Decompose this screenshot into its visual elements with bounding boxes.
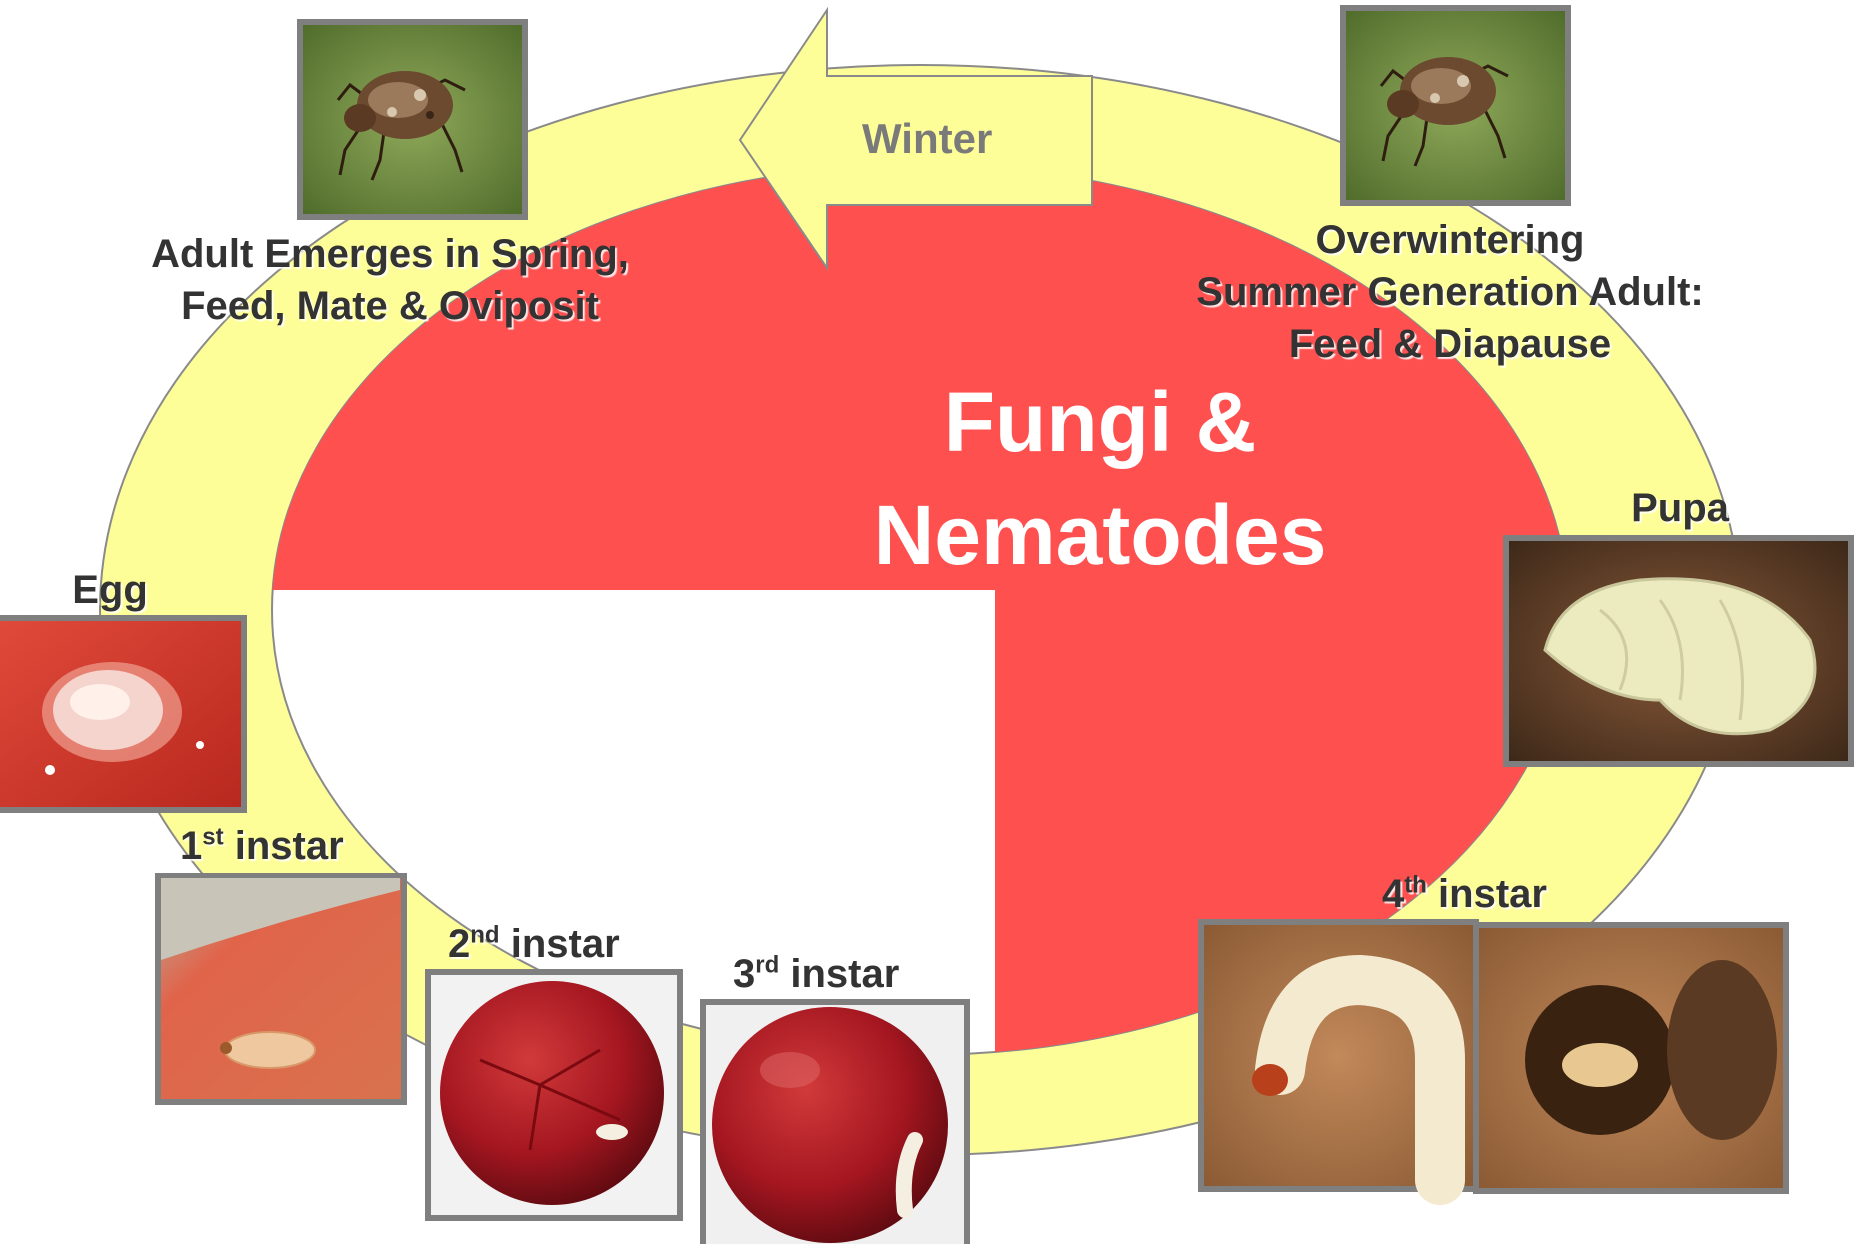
overwintering-line2: Summer Generation Adult:	[1130, 266, 1770, 318]
center-title-line2: Nematodes	[800, 485, 1400, 586]
third-instar-label: 3rd instar	[733, 952, 899, 997]
second-instar-label: 2nd instar	[448, 922, 620, 967]
egg-label: Egg	[60, 568, 160, 613]
fourth-instar-larva-photo	[1201, 922, 1476, 1189]
weevil-photo	[1343, 8, 1568, 203]
second-instar-berry-photo	[428, 972, 680, 1218]
fourth-instar-label: 4th instar	[1382, 872, 1547, 917]
adult-spring-line1: Adult Emerges in Spring,	[70, 228, 710, 280]
first-instar-photo	[158, 876, 404, 1102]
weevil-photo	[300, 22, 525, 217]
fourth-instar-cell-photo	[1476, 925, 1786, 1191]
center-title-line1: Fungi &	[900, 372, 1300, 473]
pupa-label: Pupa	[1620, 486, 1740, 531]
adult-spring-line2: Feed, Mate & Oviposit	[70, 280, 710, 332]
egg-on-berry-photo	[0, 618, 244, 810]
overwintering-line3: Feed & Diapause	[1130, 318, 1770, 370]
overwintering-label: Overwintering Summer Generation Adult: F…	[1130, 214, 1770, 370]
overwintering-line1: Overwintering	[1130, 214, 1770, 266]
pupa-photo	[1506, 538, 1851, 764]
winter-label: Winter	[862, 115, 992, 163]
first-instar-label: 1st instar	[180, 824, 344, 869]
third-instar-berry-photo	[703, 1002, 967, 1244]
adult-spring-label: Adult Emerges in Spring, Feed, Mate & Ov…	[70, 228, 710, 332]
